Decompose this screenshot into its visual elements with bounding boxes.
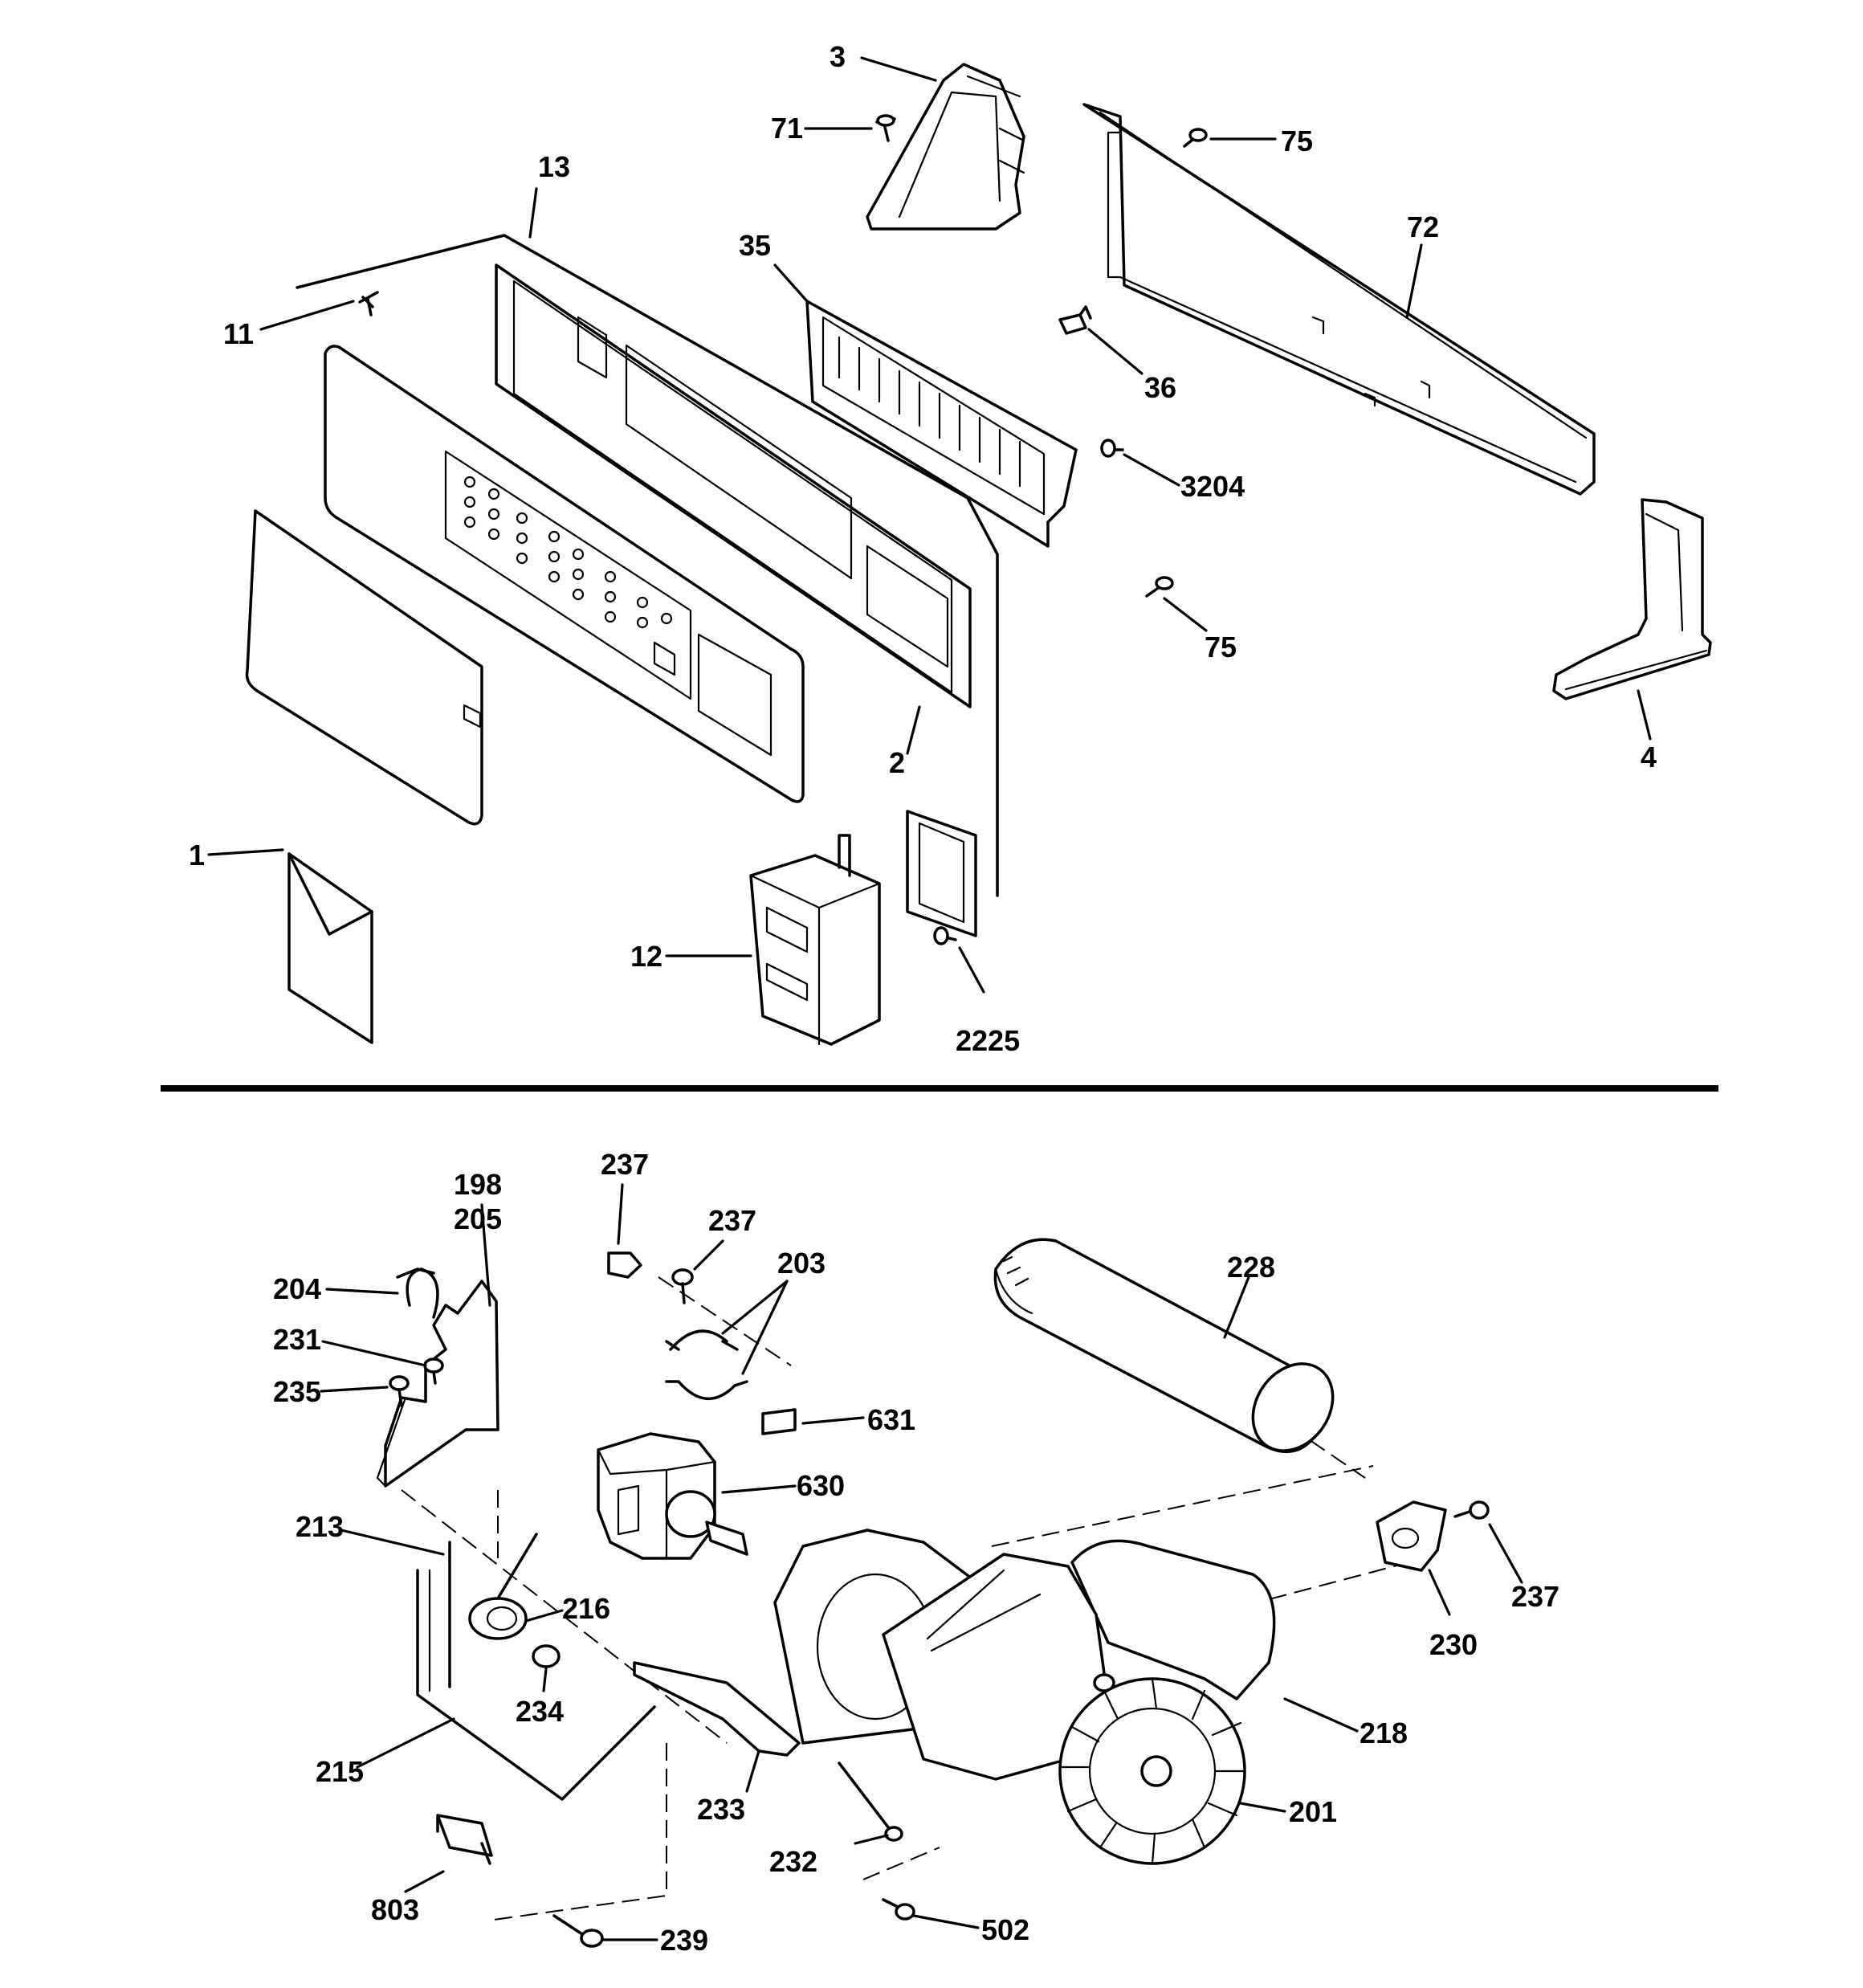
- callout-234: 234: [516, 1695, 564, 1728]
- part-screw-231: [423, 1357, 444, 1385]
- part-screw-11: [358, 291, 379, 316]
- callout-237-right: 237: [1511, 1580, 1559, 1613]
- part-window-gasket: [906, 810, 977, 937]
- part-drive-motor: [597, 1432, 748, 1560]
- part-motor-bracket: [376, 1280, 499, 1488]
- upper-leader-lines: [207, 56, 1652, 994]
- callout-12: 12: [630, 940, 662, 973]
- part-screw-502: [882, 1898, 915, 1921]
- callout-213: 213: [296, 1510, 344, 1543]
- part-clamp-204: [396, 1268, 439, 1319]
- part-duct-tube: [993, 1238, 1335, 1453]
- callout-231: 231: [273, 1323, 321, 1356]
- callout-203: 203: [777, 1247, 826, 1280]
- callout-13: 13: [538, 150, 570, 183]
- part-switch-803: [436, 1814, 493, 1865]
- part-idler-pulley: [468, 1533, 538, 1640]
- callout-237-top: 237: [601, 1148, 649, 1181]
- lower-leader-lines: [320, 1183, 1523, 1941]
- part-screw-237-right: [1453, 1500, 1490, 1520]
- callout-233: 233: [697, 1793, 745, 1826]
- callout-228: 228: [1227, 1251, 1275, 1284]
- part-idler-arm: [416, 1541, 656, 1801]
- part-screw-75-lower: [1145, 576, 1174, 598]
- callout-232: 232: [769, 1845, 817, 1878]
- callout-216: 216: [562, 1592, 610, 1625]
- callout-237-mid: 237: [708, 1204, 756, 1237]
- upper-callouts: 1 2 3 4 11 12 13 35 36 71 72 75 75 3204 …: [189, 40, 1657, 1057]
- callout-205: 205: [454, 1202, 502, 1235]
- callout-75-lower: 75: [1205, 631, 1237, 663]
- part-screw-3204: [1100, 439, 1124, 458]
- callout-2: 2: [889, 746, 905, 779]
- part-rear-panel: [1082, 103, 1596, 496]
- part-screw-75-upper: [1183, 128, 1208, 148]
- part-shaft-232: [838, 1761, 903, 1842]
- callout-3204: 3204: [1180, 470, 1245, 503]
- callout-803: 803: [371, 1893, 419, 1926]
- part-timer-module: [749, 834, 881, 1046]
- part-thermostat: [1376, 1500, 1447, 1572]
- part-blower-housing: [773, 1529, 1276, 1781]
- callout-239: 239: [660, 1924, 708, 1957]
- part-instruction-sheet: [287, 852, 373, 1044]
- lower-callouts: 198 205 204 231 235 213 215 216 234 237 …: [273, 1148, 1559, 1957]
- callout-1: 1: [189, 839, 205, 872]
- part-motor-strap-lower: [665, 1380, 748, 1400]
- callout-2225: 2225: [956, 1024, 1020, 1057]
- callout-72: 72: [1407, 210, 1439, 243]
- part-bushing-234: [532, 1644, 561, 1668]
- callout-35: 35: [739, 229, 771, 262]
- lower-section: 198 205 204 231 235 213 215 216 234 237 …: [273, 1148, 1559, 1957]
- callout-204: 204: [273, 1272, 321, 1305]
- part-screw-237-mid: [671, 1268, 694, 1304]
- part-screw-237-top: [607, 1251, 642, 1279]
- callout-630: 630: [797, 1469, 845, 1502]
- callout-71: 71: [771, 112, 803, 145]
- part-screw-2225: [933, 926, 957, 945]
- part-connector-631: [761, 1408, 797, 1435]
- part-control-panel: [324, 345, 805, 803]
- part-clip-36: [1058, 305, 1092, 335]
- callout-201: 201: [1289, 1795, 1337, 1828]
- callout-502: 502: [981, 1913, 1029, 1946]
- callout-230: 230: [1429, 1628, 1478, 1661]
- callout-75-upper: 75: [1281, 125, 1313, 157]
- part-end-cap-right: [1552, 498, 1712, 700]
- part-end-cap-left: [866, 63, 1025, 231]
- callout-11: 11: [223, 317, 254, 350]
- part-blower-wheel: [1058, 1677, 1246, 1865]
- part-motor-strap-upper: [665, 1329, 739, 1351]
- part-screw-71: [875, 114, 896, 142]
- part-screw-235: [389, 1375, 410, 1407]
- callout-36: 36: [1144, 371, 1176, 404]
- part-blower-base: [633, 1661, 801, 1757]
- callout-631: 631: [867, 1403, 915, 1436]
- part-button-bracket: [805, 300, 1078, 548]
- callout-4: 4: [1641, 741, 1657, 774]
- callout-3: 3: [830, 40, 846, 73]
- part-screw-239: [552, 1914, 604, 1948]
- part-trim-frame: [495, 263, 972, 708]
- control-panel-buttons: [463, 476, 673, 629]
- upper-section: 1 2 3 4 11 12 13 35 36 71 72 75 75 3204 …: [189, 40, 1712, 1057]
- callout-198: 198: [454, 1168, 502, 1201]
- callout-218: 218: [1360, 1717, 1408, 1749]
- callout-215: 215: [316, 1755, 364, 1788]
- part-panel-overlay: [245, 509, 483, 826]
- callout-235: 235: [273, 1375, 321, 1408]
